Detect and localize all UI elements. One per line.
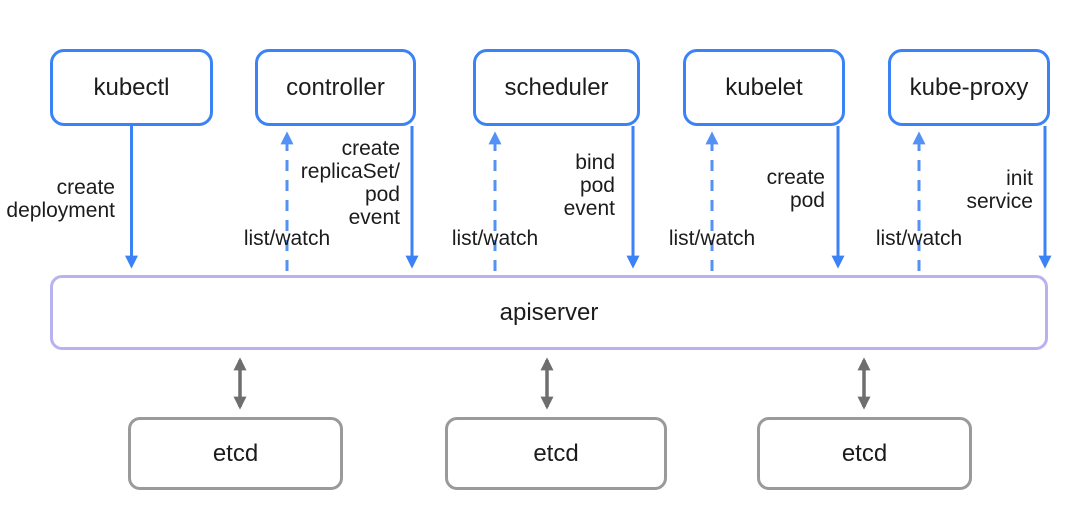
node-etcd-3: etcd	[757, 417, 972, 490]
node-kubelet: kubelet	[683, 49, 845, 126]
node-etcd-1-label: etcd	[212, 439, 259, 467]
node-kubectl: kubectl	[50, 49, 213, 126]
edge-label-scheduler-list-watch: list/watch	[451, 227, 539, 250]
node-kubectl-label: kubectl	[93, 73, 170, 101]
edge-label-create-deployment: create deployment	[6, 176, 115, 222]
node-etcd-2-label: etcd	[533, 439, 579, 467]
node-etcd-3-label: etcd	[841, 439, 888, 467]
node-scheduler-label: scheduler	[504, 73, 609, 101]
node-controller: controller	[255, 49, 416, 126]
edge-label-kubeproxy-list-watch: list/watch	[875, 227, 963, 250]
edge-label-kubelet-list-watch: list/watch	[668, 227, 756, 250]
edge-label-bind-pod-event: bind pod event	[563, 151, 615, 220]
edge-label-create-replicaset-pod-event: create replicaSet/ pod event	[300, 137, 400, 229]
edge-label-create-pod: create pod	[766, 166, 825, 212]
node-apiserver-label: apiserver	[499, 298, 599, 326]
edge-label-controller-list-watch: list/watch	[243, 227, 331, 250]
node-etcd-2: etcd	[445, 417, 667, 490]
node-apiserver: apiserver	[50, 275, 1048, 350]
node-kube-proxy: kube-proxy	[888, 49, 1050, 126]
node-kube-proxy-label: kube-proxy	[909, 73, 1029, 101]
node-etcd-1: etcd	[128, 417, 343, 490]
node-controller-label: controller	[286, 73, 385, 101]
edge-label-init-service: init service	[966, 167, 1033, 213]
node-scheduler: scheduler	[473, 49, 640, 126]
node-kubelet-label: kubelet	[725, 73, 803, 101]
